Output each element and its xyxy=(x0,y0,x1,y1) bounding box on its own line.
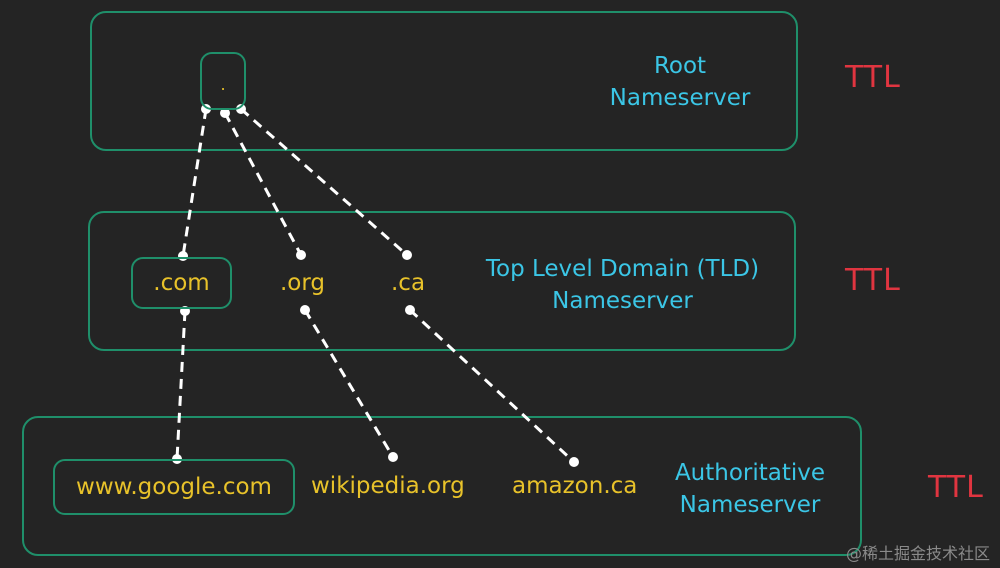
watermark: @稀土掘金技术社区 xyxy=(845,544,990,563)
tld-tier-label-line1: Top Level Domain (TLD) xyxy=(485,256,760,282)
tld-ttl: TTL xyxy=(845,263,901,298)
wikipedia-anchor xyxy=(388,452,398,462)
google-node: www.google.com xyxy=(53,459,295,515)
org-anchor-bottom xyxy=(300,305,310,315)
amazon-node: amazon.ca xyxy=(512,473,638,499)
link-root-to-org xyxy=(223,112,303,256)
root-tier-box xyxy=(90,11,798,151)
link-com-to-google xyxy=(175,310,187,460)
google-node-label: www.google.com xyxy=(76,474,272,500)
ca-anchor-bottom xyxy=(405,305,415,315)
tld-tier-box xyxy=(88,211,796,351)
org-anchor-top xyxy=(296,250,306,260)
link-root-to-ca xyxy=(240,107,408,257)
ca-anchor-top xyxy=(402,250,412,260)
wikipedia-node: wikipedia.org xyxy=(311,473,465,499)
link-ca-to-amazon xyxy=(408,308,576,464)
com-node: .com xyxy=(131,257,232,309)
amazon-anchor xyxy=(569,457,579,467)
tld-tier-label-line2: Nameserver xyxy=(552,288,693,314)
org-node: .org xyxy=(280,270,326,296)
authoritative-tier-label-line2: Nameserver xyxy=(679,492,821,518)
link-root-to-com xyxy=(181,108,208,257)
com-node-label: .com xyxy=(153,270,210,296)
authoritative-ttl: TTL xyxy=(928,470,984,505)
root-tier-label: Root Nameserver xyxy=(590,50,770,114)
root-ttl: TTL xyxy=(845,60,901,95)
root-node-label: . xyxy=(220,74,226,94)
root-tier-label-line2: Nameserver xyxy=(609,85,751,111)
authoritative-tier-box xyxy=(22,416,862,556)
authoritative-tier-label-line1: Authoritative xyxy=(674,460,826,486)
ca-node: .ca xyxy=(391,270,426,296)
root-node: . xyxy=(200,52,246,110)
root-anchor-2 xyxy=(220,108,230,118)
authoritative-tier-label: Authoritative Nameserver xyxy=(660,457,840,521)
tld-tier-label: Top Level Domain (TLD) Nameserver xyxy=(470,253,775,317)
root-tier-label-line1: Root xyxy=(653,53,707,79)
link-org-to-wikipedia xyxy=(303,309,395,458)
